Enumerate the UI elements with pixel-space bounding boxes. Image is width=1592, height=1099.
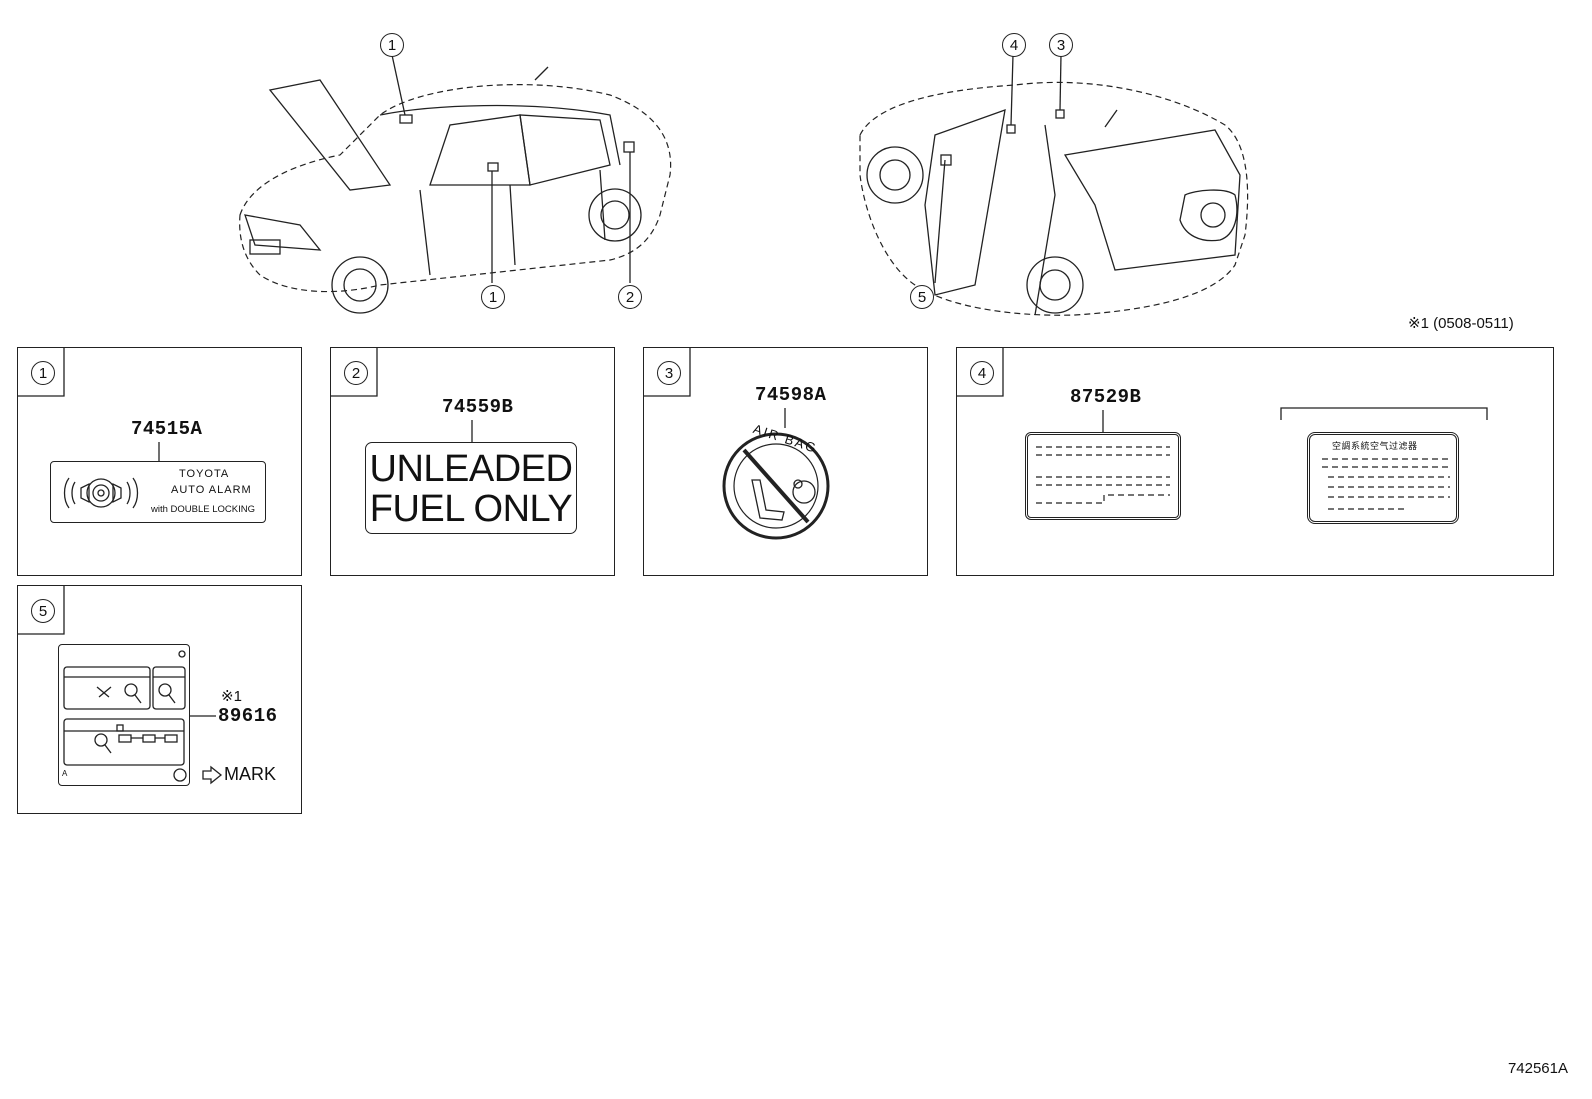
part-number: 74515A <box>131 418 203 440</box>
callout-3: 3 <box>1049 33 1073 57</box>
panel-number: 5 <box>31 599 55 623</box>
part-number: 87529B <box>1070 386 1142 408</box>
rear-car-illustration <box>859 54 1249 316</box>
panel-5: 5 A ※1 89616 MARK <box>17 585 302 814</box>
part-number: 74559B <box>442 396 514 418</box>
applicability-mark: ※1 <box>221 688 242 705</box>
callout-2: 2 <box>618 285 642 309</box>
panel-number: 3 <box>657 361 681 385</box>
panel-corner <box>18 586 65 635</box>
key-label-corner-mark: A <box>62 769 68 778</box>
alarm-label-line-3: with DOUBLE LOCKING <box>151 504 255 515</box>
callout-4: 4 <box>1002 33 1026 57</box>
alarm-label-line-2: AUTO ALARM <box>171 484 252 496</box>
key-label: A <box>58 644 190 786</box>
fuel-label-line-1: UNLEADED <box>369 448 573 490</box>
fuel-label: UNLEADED FUEL ONLY <box>365 442 577 534</box>
part-number: 74598A <box>755 384 827 406</box>
panel-corner <box>18 348 65 397</box>
applicability-note: ※1 (0508-0511) <box>1408 315 1514 332</box>
callout-1-bottom: 1 <box>481 285 505 309</box>
alarm-icon <box>63 477 139 509</box>
air-filter-label <box>1025 432 1181 520</box>
fuel-label-line-2: FUEL ONLY <box>369 488 573 530</box>
panel-corner <box>957 348 1004 397</box>
callout-5: 5 <box>910 285 934 309</box>
panel-number: 4 <box>970 361 994 385</box>
mark-text: MARK <box>224 764 277 784</box>
panel-2: 2 74559B UNLEADED FUEL ONLY <box>330 347 615 576</box>
air-filter-label-cn: 空調系統空气过滤器 <box>1307 432 1459 524</box>
alarm-label: TOYOTA AUTO ALARM with DOUBLE LOCKING <box>50 461 266 523</box>
mark-arrow-icon <box>202 765 223 785</box>
diagram-id: 742561A <box>1507 1060 1568 1077</box>
callout-1-top: 1 <box>380 33 404 57</box>
panel-corner <box>644 348 691 397</box>
panel-4: 4 87529B 空調系統空气过滤器 <box>956 347 1554 576</box>
airbag-prohibited-icon <box>722 432 830 540</box>
panel-corner <box>331 348 378 397</box>
part-number: 89616 <box>218 705 278 727</box>
panel-3: 3 74598A AIR BAG <box>643 347 928 576</box>
air-filter-cn-title: 空調系統空气过滤器 <box>1332 441 1418 451</box>
front-car-illustration <box>239 54 672 314</box>
panel-number: 2 <box>344 361 368 385</box>
panel-1: 1 74515A TOYOTA AUTO ALARM with DOUBLE L… <box>17 347 302 576</box>
alarm-label-line-1: TOYOTA <box>179 468 230 480</box>
panel-number: 1 <box>31 361 55 385</box>
